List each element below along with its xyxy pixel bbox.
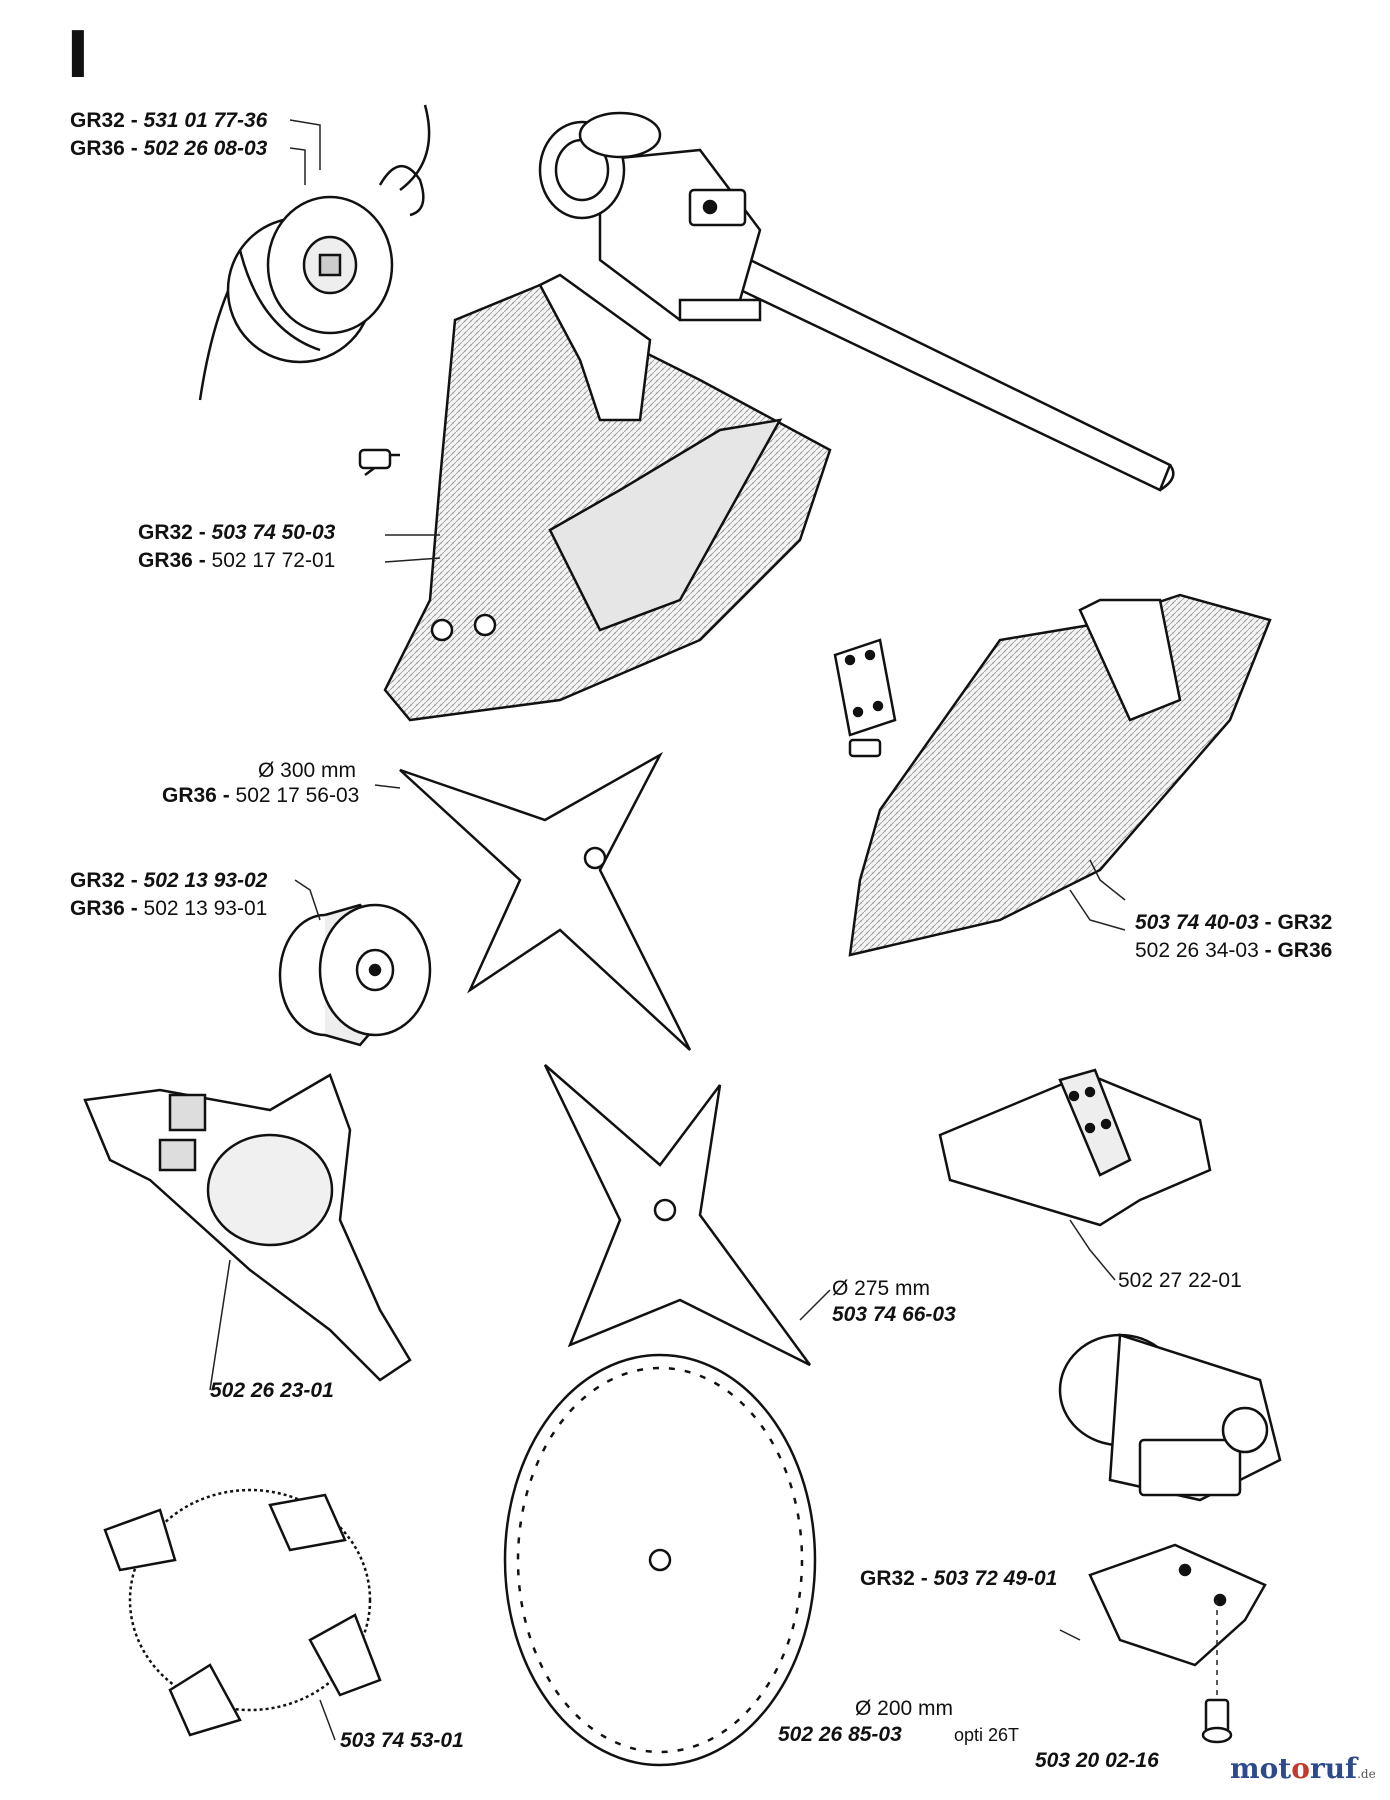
three-spoke-guard-drawing: [83, 1073, 412, 1382]
leader-lines: [209, 119, 1218, 1741]
four-tooth-blade-drawing: [543, 1064, 812, 1367]
three-spoke-guard-part: 502 26 23-01: [210, 1379, 334, 1402]
trimmer-head-drawing: [198, 104, 431, 401]
saw-blade-drawing: [503, 1353, 817, 1767]
large-guard-label-line1: GR32 - 503 74 50-03: [138, 521, 336, 544]
wire-guard-drawing: [103, 1488, 382, 1737]
saw-blade-diameter: Ø 200 mm: [855, 1697, 954, 1720]
saw-blade-note: opti 26T: [954, 1725, 1020, 1745]
trimmer-head-label-line1: GR32 - 531 01 77-36: [70, 109, 268, 132]
right-guard-drawing: [833, 593, 1272, 957]
trimmer-head-label-line2: GR36 - 502 26 08-03: [70, 137, 268, 160]
wire-guard-part: 503 74 53-01: [340, 1729, 464, 1752]
spool-label-line1: GR32 - 502 13 93-02: [70, 869, 268, 892]
right-guard-label-line2: 502 26 34-03 - GR36: [1135, 939, 1333, 962]
spool-drawing: [278, 903, 432, 1047]
bolt-part: 503 20 02-16: [1035, 1749, 1159, 1772]
small-guard-part: 502 27 22-01: [1118, 1269, 1242, 1292]
three-tooth-blade-diameter: Ø 300 mm: [258, 759, 357, 782]
four-tooth-blade-part: 503 74 66-03: [832, 1303, 956, 1326]
watermark-logo: motoruf.de: [1230, 1752, 1376, 1785]
bracket-label: GR32 - 503 72 49-01: [860, 1567, 1058, 1590]
spool-label-line2: GR36 - 502 13 93-01: [70, 897, 268, 920]
large-guard-drawing: [358, 273, 832, 722]
saw-blade-part: 502 26 85-03: [778, 1723, 902, 1746]
gearhead-bracket-drawing: [1058, 1333, 1282, 1744]
three-tooth-blade-label: GR36 - 502 17 56-03: [162, 784, 360, 807]
small-guard-drawing: [938, 1068, 1212, 1227]
three-tooth-blade-drawing: [399, 751, 692, 1051]
four-tooth-blade-diameter: Ø 275 mm: [832, 1277, 931, 1300]
right-guard-label-line1: 503 74 40-03 - GR32: [1135, 911, 1333, 934]
large-guard-label-line2: GR36 - 502 17 72-01: [138, 549, 336, 572]
shaft-gearhead-drawing: [538, 111, 1175, 492]
section-letter: I: [66, 19, 90, 93]
